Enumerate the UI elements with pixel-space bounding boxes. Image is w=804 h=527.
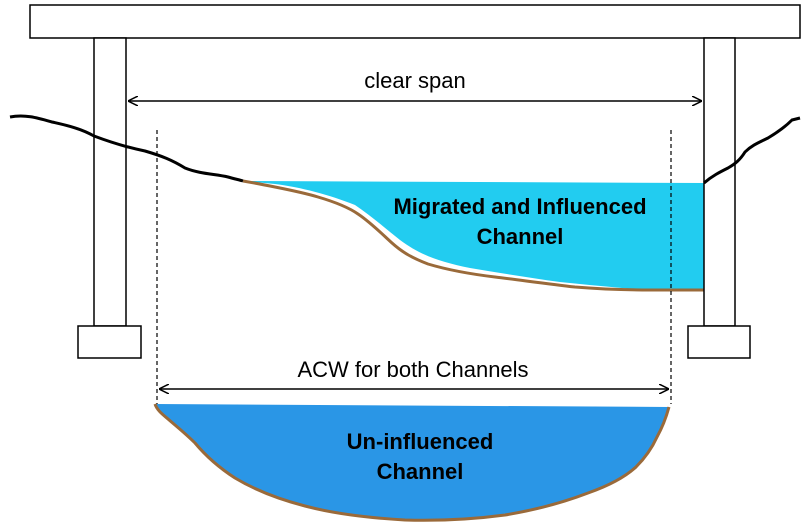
uninfluenced-channel-label-line2: Channel [376,459,464,484]
ground-line-left [9,114,244,183]
uninfluenced-channel-bed [153,403,671,522]
migrated-channel-label-line2: Channel [476,224,564,249]
uninfluenced-channel-water [155,404,669,521]
bridge-deck [29,4,801,39]
uninfluenced-channel-label: Un-influenced Channel [347,427,494,487]
left-footing [77,325,142,359]
acw-label: ACW for both Channels [297,357,529,382]
migrated-channel-bed [242,179,704,292]
migrated-channel-label: Migrated and Influenced Channel [393,192,646,252]
migrated-channel-label-line1: Migrated and Influenced [393,194,647,219]
right-footing [687,325,751,359]
migrated-channel-water [243,181,704,290]
left-pier [93,37,127,327]
ground-line-right [703,116,801,185]
right-pier [703,37,736,327]
uninfluenced-channel-label-line1: Un-influenced [346,429,494,454]
clear-span-label: clear span [364,68,466,93]
